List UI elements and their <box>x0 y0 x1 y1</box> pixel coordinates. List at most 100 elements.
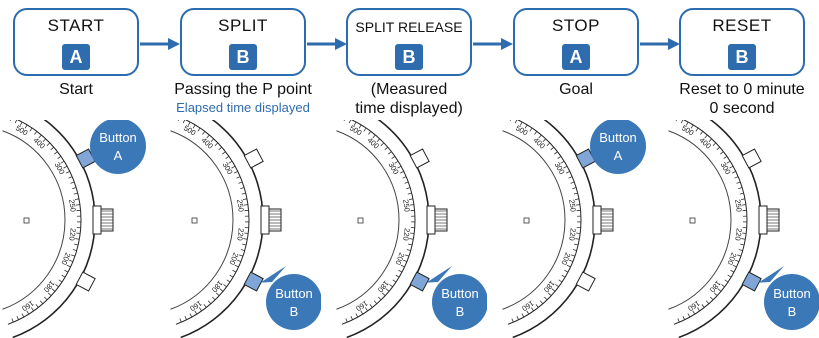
tick-mark <box>680 120 684 124</box>
dial-marker <box>357 217 364 224</box>
tick-mark <box>50 146 55 151</box>
tick-mark <box>573 192 578 195</box>
tick-mark <box>218 146 223 151</box>
tick-mark <box>406 187 411 190</box>
tick-mark <box>705 300 710 305</box>
bezel-tick-label: 300 <box>387 161 401 176</box>
dial-ring <box>336 130 400 310</box>
button-b-badge: B <box>728 44 756 70</box>
tick-mark <box>734 176 739 179</box>
tick-mark <box>404 181 409 184</box>
bezel-tick-label: 300 <box>53 161 67 176</box>
step-box-split: SPLIT B <box>180 8 306 76</box>
tick-mark <box>368 131 372 135</box>
arrow-right-icon <box>307 38 347 50</box>
tick-mark <box>353 121 357 126</box>
tick-mark <box>46 142 51 146</box>
tick-mark <box>687 313 691 318</box>
tick-mark <box>572 249 577 251</box>
tick-mark <box>42 138 46 143</box>
tick-mark <box>194 310 198 315</box>
bezel-tick-label: 200 <box>725 251 738 266</box>
bezel-inner-ring <box>341 120 416 325</box>
tick-mark <box>54 151 58 155</box>
tick-mark <box>215 292 220 296</box>
tick-mark <box>243 204 248 206</box>
tick-mark <box>721 284 725 288</box>
tick-mark <box>561 274 566 278</box>
tick-mark <box>237 259 242 262</box>
step-box-start: START A <box>13 8 139 76</box>
bezel-tick-label: 200 <box>227 251 240 266</box>
tick-mark <box>236 176 241 179</box>
tick-mark <box>380 142 385 146</box>
tick-mark <box>24 124 28 129</box>
tick-mark <box>179 318 182 323</box>
tick-mark <box>403 259 408 262</box>
bezel-inner-ring <box>175 120 250 325</box>
callout-bubble <box>764 274 819 330</box>
tick-mark <box>203 304 207 308</box>
dial-ring <box>2 130 66 310</box>
tick-mark <box>392 279 397 283</box>
tick-mark <box>182 120 186 124</box>
tick-mark <box>233 170 238 174</box>
tick-mark <box>11 318 14 323</box>
step-label: RESET <box>712 16 772 35</box>
tick-mark <box>34 131 38 135</box>
tick-mark <box>360 310 364 315</box>
tick-mark <box>214 142 219 146</box>
tick-mark <box>202 131 206 135</box>
tick-mark <box>717 288 722 292</box>
tick-mark <box>223 284 227 288</box>
tick-mark <box>184 315 188 320</box>
pusher-a <box>741 148 762 169</box>
tick-mark <box>348 120 352 124</box>
dial-marker <box>23 217 30 224</box>
tick-mark <box>381 292 386 296</box>
tick-mark <box>345 318 348 323</box>
bezel-inner-ring <box>673 120 748 325</box>
tick-mark <box>75 204 80 206</box>
button-a-badge: A <box>62 44 90 70</box>
tick-mark <box>16 315 20 320</box>
pusher-b <box>575 271 596 292</box>
tick-mark <box>39 300 44 305</box>
bezel-tick-label: 250 <box>235 199 246 213</box>
callout-label: Button <box>773 286 811 301</box>
callout-bubble <box>266 274 321 330</box>
tick-mark <box>408 198 414 200</box>
tick-mark <box>402 176 407 179</box>
tick-mark <box>212 296 216 301</box>
tick-mark <box>350 315 354 320</box>
tick-mark <box>564 269 569 273</box>
tick-mark <box>716 146 721 151</box>
tick-mark <box>64 269 69 273</box>
tick-mark <box>529 127 533 132</box>
tick-mark <box>384 146 389 151</box>
tick-mark <box>570 181 575 184</box>
bezel-tick-label: 300 <box>719 161 733 176</box>
tick-mark <box>565 170 570 174</box>
step-caption: Start <box>0 80 156 99</box>
tick-mark <box>226 279 231 283</box>
bezel-tick-label: 220 <box>733 228 744 242</box>
tick-mark <box>177 120 179 121</box>
tick-mark <box>519 121 523 126</box>
tick-mark <box>514 120 518 124</box>
tick-mark <box>560 160 565 164</box>
pusher-b <box>409 271 430 292</box>
tick-mark <box>405 254 410 257</box>
tick-mark <box>701 304 705 308</box>
step-box-stop: STOP A <box>513 8 639 76</box>
step-caption: Passing the P point Elapsed time display… <box>163 80 323 117</box>
tick-mark <box>740 243 745 246</box>
tick-mark <box>682 315 686 320</box>
tick-mark <box>35 304 39 308</box>
dial-ring <box>668 130 732 310</box>
tick-mark <box>723 156 728 159</box>
tick-mark <box>399 170 404 174</box>
step-box-reset: RESET B <box>679 8 805 76</box>
